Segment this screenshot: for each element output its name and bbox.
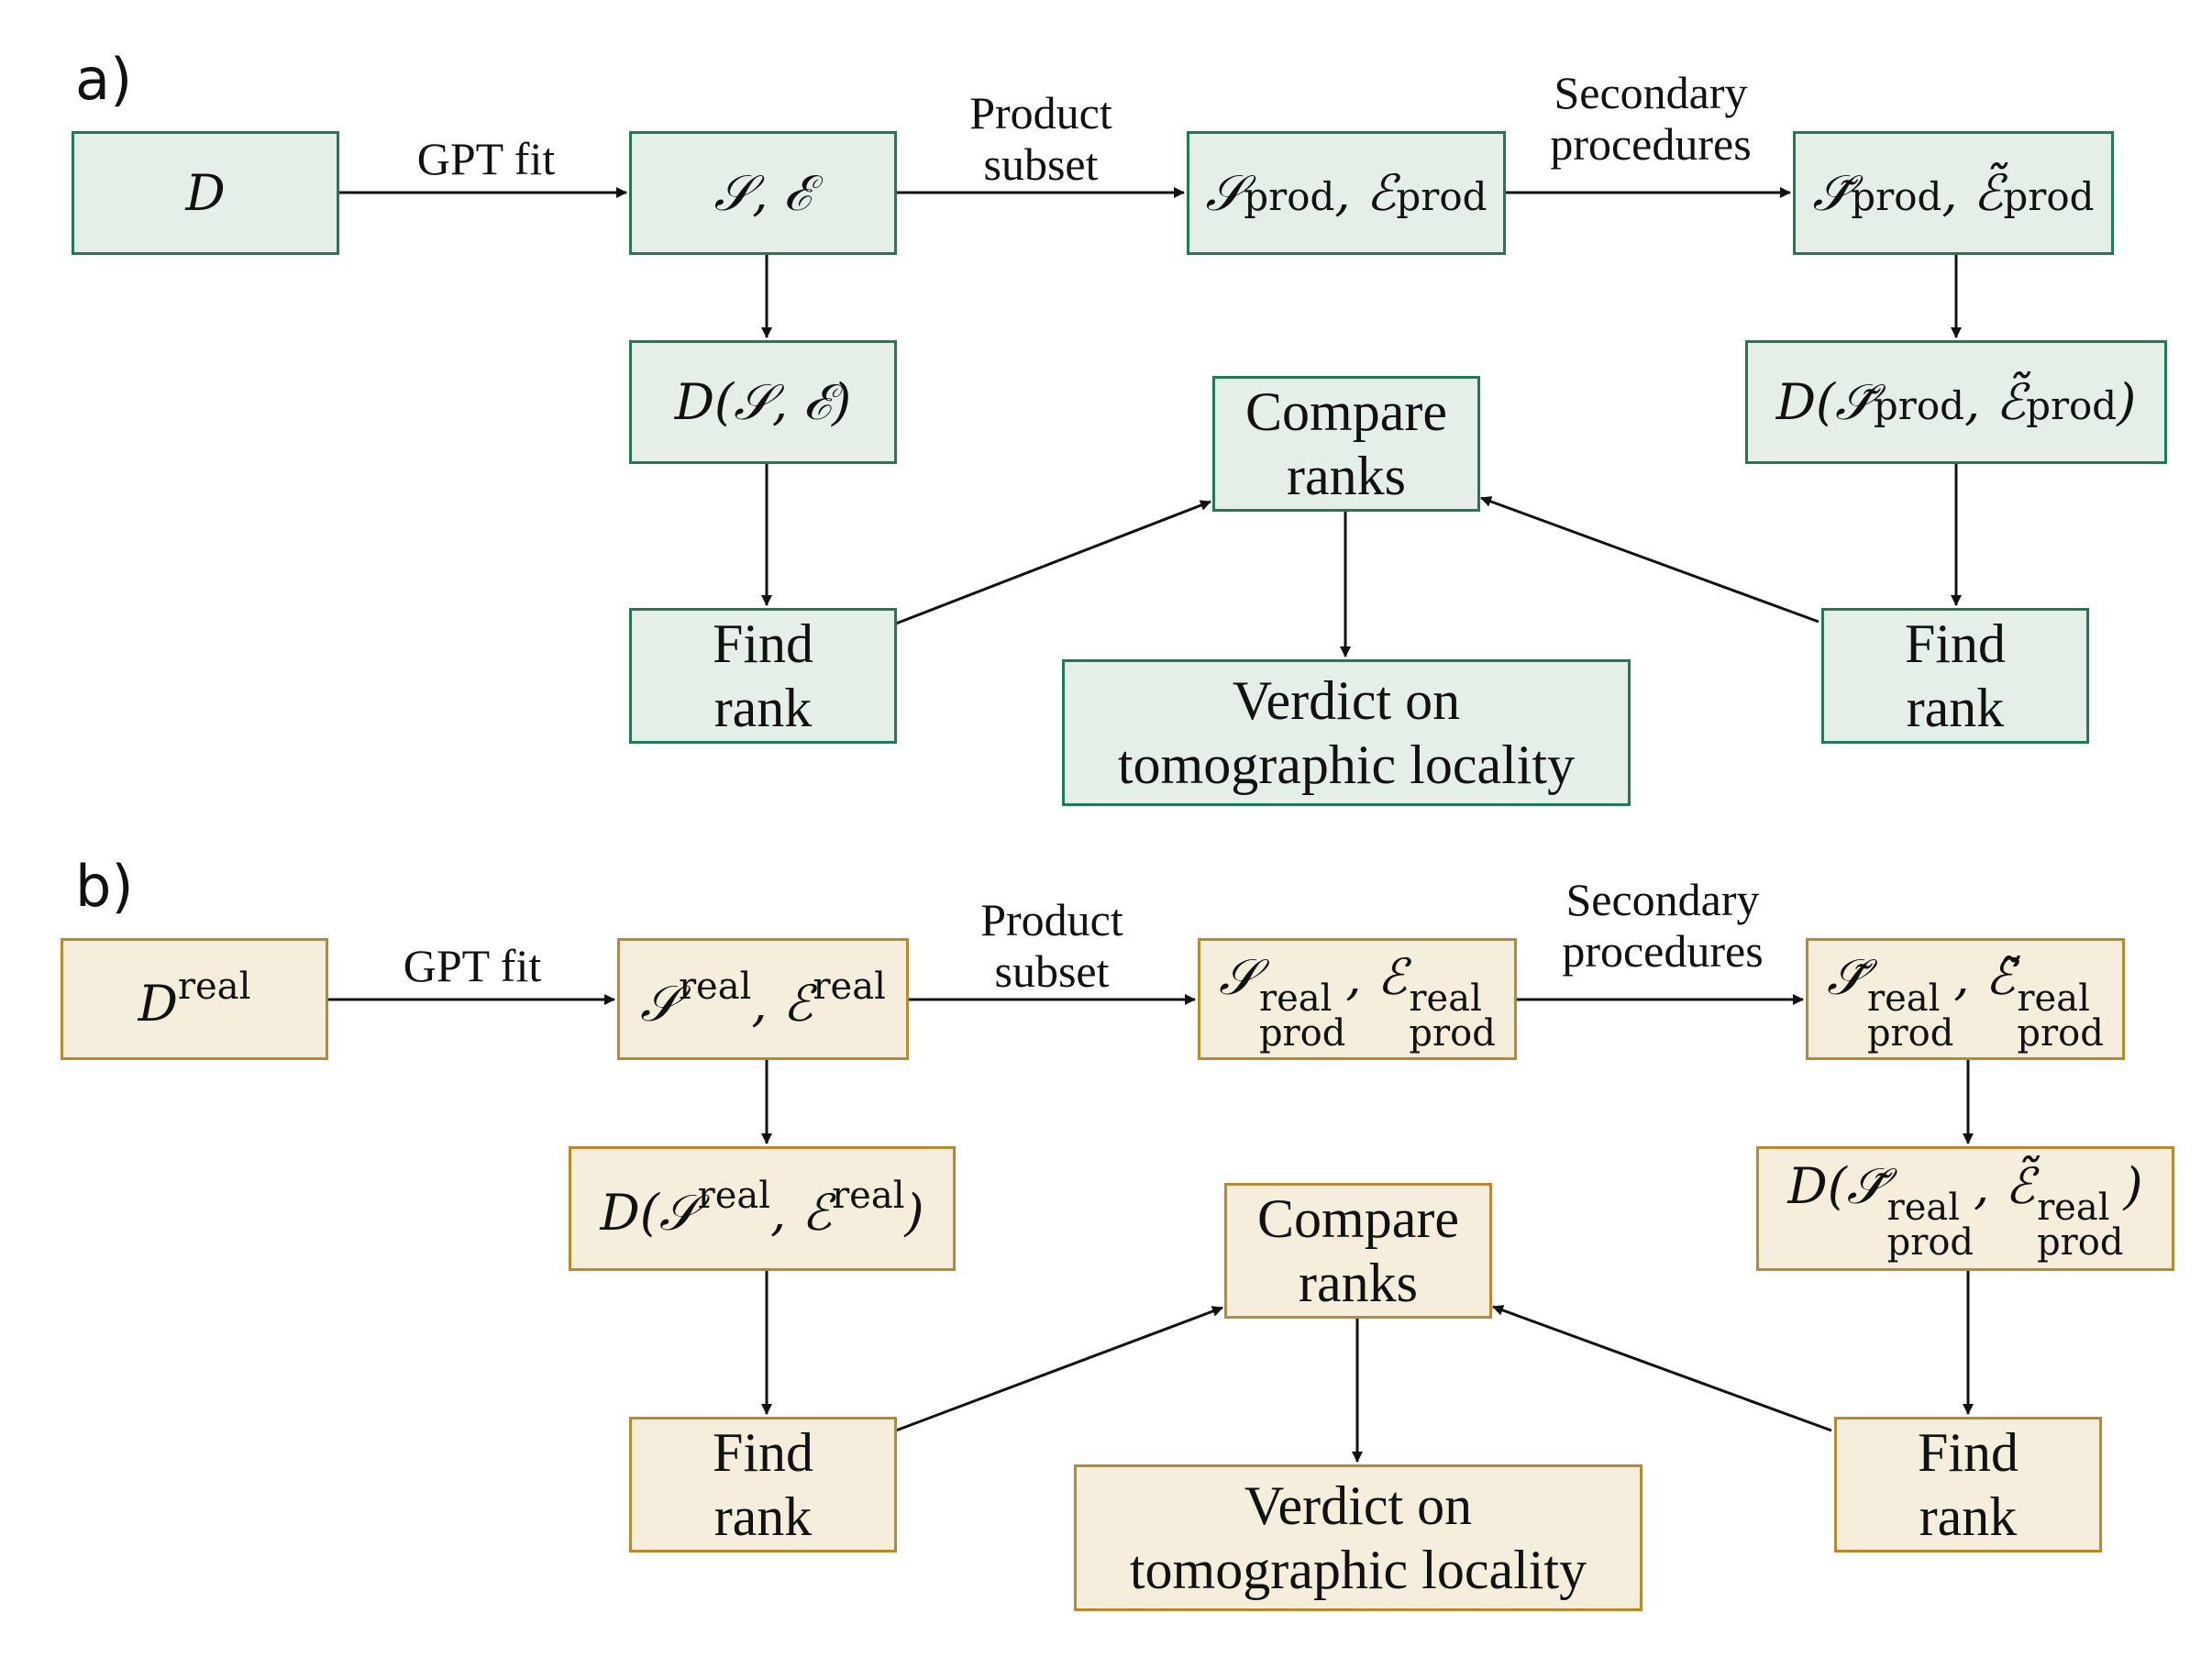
- box-b-compare-ranks: Compare ranks: [1224, 1183, 1492, 1319]
- math-d-s-real-e-real: D(𝒮real, ℰreal): [600, 1175, 924, 1242]
- edge-label-a-gpt-fit: GPT fit: [416, 133, 556, 184]
- edge-label-b-secondary-procedures: Secondary procedures: [1562, 874, 1764, 977]
- box-b-d-real: Dreal: [61, 938, 328, 1060]
- box-a-s-prod-e-prod: 𝒮prod, ℰprod: [1187, 131, 1506, 255]
- edge-label-b-gpt-fit: GPT fit: [403, 940, 542, 991]
- edge-label-b-product-subset: Product subset: [980, 894, 1123, 997]
- box-b-verdict: Verdict on tomographic locality: [1074, 1464, 1642, 1611]
- box-b-s-real-e-real: 𝒮real, ℰreal: [617, 938, 909, 1060]
- math-d: D: [185, 164, 226, 222]
- box-b-d-s-real-e-real: D(𝒮real, ℰreal): [569, 1146, 956, 1271]
- math-s-tilde-e-tilde: 𝒮̃prod, ℰ̃prod: [1812, 163, 2095, 222]
- math-d-tilde: D(𝒮̃prod, ℰ̃prod): [1775, 372, 2137, 431]
- arrow-b-findrank-right-to-compare: [1492, 1305, 1832, 1432]
- box-a-s-tilde-e-tilde: 𝒮̃prod, ℰ̃prod: [1793, 131, 2114, 255]
- box-b-find-rank-left: Find rank: [629, 1417, 897, 1552]
- box-b-find-rank-right: Find rank: [1834, 1417, 2102, 1552]
- math-s-prod-e-prod: 𝒮prod, ℰprod: [1205, 163, 1488, 222]
- box-a-find-rank-left: Find rank: [629, 608, 897, 744]
- arrow-a-findrank-left-to-compare: [895, 500, 1211, 625]
- math-s-real-e-real: 𝒮real, ℰreal: [640, 965, 886, 1033]
- box-a-d-s-e: D(𝒮, ℰ): [629, 340, 897, 464]
- box-a-verdict: Verdict on tomographic locality: [1062, 659, 1631, 806]
- edge-label-a-secondary-procedures: Secondary procedures: [1550, 67, 1752, 170]
- box-a-d-tilde: D(𝒮̃prod, ℰ̃prod): [1745, 340, 2167, 464]
- arrow-a-findrank-right-to-compare: [1480, 496, 1819, 624]
- box-a-compare-ranks: Compare ranks: [1212, 376, 1480, 512]
- panel-label-a: a): [75, 46, 133, 113]
- math-d-s-e: D(𝒮, ℰ): [674, 372, 852, 431]
- math-s-e: 𝒮, ℰ: [713, 163, 813, 222]
- box-a-d: D: [72, 131, 339, 255]
- box-a-find-rank-right: Find rank: [1821, 608, 2089, 744]
- arrow-b-findrank-left-to-compare: [895, 1306, 1223, 1432]
- math-d-real: Dreal: [138, 966, 251, 1033]
- box-a-s-e: 𝒮, ℰ: [629, 131, 897, 255]
- edge-label-a-product-subset: Product subset: [969, 87, 1112, 190]
- panel-label-b: b): [75, 853, 134, 920]
